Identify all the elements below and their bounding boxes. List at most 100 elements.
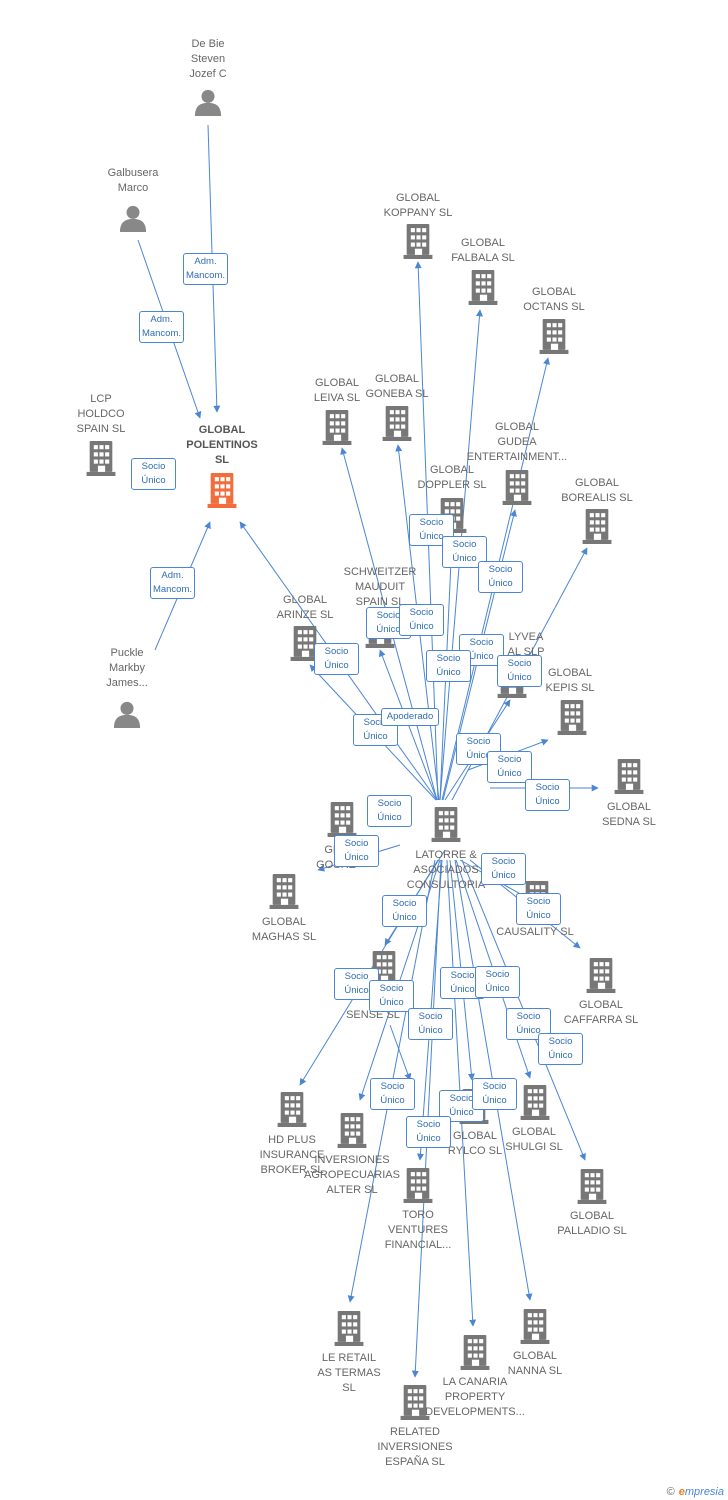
- brand-name: mpresia: [684, 1486, 724, 1498]
- relation-label[interactable]: Socio Único: [406, 1116, 451, 1148]
- relation-label[interactable]: Socio Único: [516, 893, 561, 925]
- company-building-icon: [400, 1385, 430, 1420]
- node-causality[interactable]: CAUSALITY SL: [496, 881, 574, 938]
- company-building-icon: [269, 874, 299, 909]
- relation-label[interactable]: Socio Único: [481, 853, 526, 885]
- relation-label[interactable]: Socio Único: [497, 655, 542, 687]
- company-building-icon: [86, 441, 116, 476]
- company-building-icon: [460, 1335, 490, 1370]
- relation-label[interactable]: Socio Único: [399, 604, 444, 636]
- relation-label[interactable]: Socio Único: [131, 458, 176, 490]
- relation-label[interactable]: Adm. Mancom.: [150, 567, 195, 599]
- relation-label[interactable]: Socio Único: [367, 795, 412, 827]
- relation-label[interactable]: Socio Único: [487, 751, 532, 783]
- relation-label[interactable]: Socio Único: [475, 966, 520, 998]
- relation-label[interactable]: Socio Único: [538, 1033, 583, 1065]
- relation-label[interactable]: Socio Único: [472, 1078, 517, 1110]
- relation-label[interactable]: Socio Único: [408, 1008, 453, 1040]
- relation-label[interactable]: Apoderado: [381, 708, 439, 726]
- relation-label[interactable]: Socio Único: [525, 779, 570, 811]
- relation-label[interactable]: Socio Único: [314, 643, 359, 675]
- company-building-icon: [327, 802, 357, 837]
- relation-label[interactable]: Socio Único: [370, 1078, 415, 1110]
- relation-label[interactable]: Socio Único: [334, 835, 379, 867]
- relation-label[interactable]: Adm. Mancom.: [183, 253, 228, 285]
- company-building-icon: [403, 1168, 433, 1203]
- person-icon: [194, 89, 222, 116]
- company-building-icon: [502, 470, 532, 505]
- relation-label[interactable]: Socio Único: [369, 980, 414, 1012]
- relation-label[interactable]: Socio Único: [506, 1008, 551, 1040]
- company-building-icon: [322, 410, 352, 445]
- relation-label[interactable]: Adm. Mancom.: [139, 311, 184, 343]
- footer-brand[interactable]: ©empresia: [667, 1486, 724, 1498]
- relation-label[interactable]: Socio Único: [382, 895, 427, 927]
- company-building-icon: [382, 406, 412, 441]
- node-sense[interactable]: SENSE SL: [346, 951, 400, 1021]
- relation-label[interactable]: Socio Único: [426, 650, 471, 682]
- company-building-icon: [277, 1092, 307, 1127]
- relation-label[interactable]: Socio Único: [478, 561, 523, 593]
- company-building-icon: [557, 700, 587, 735]
